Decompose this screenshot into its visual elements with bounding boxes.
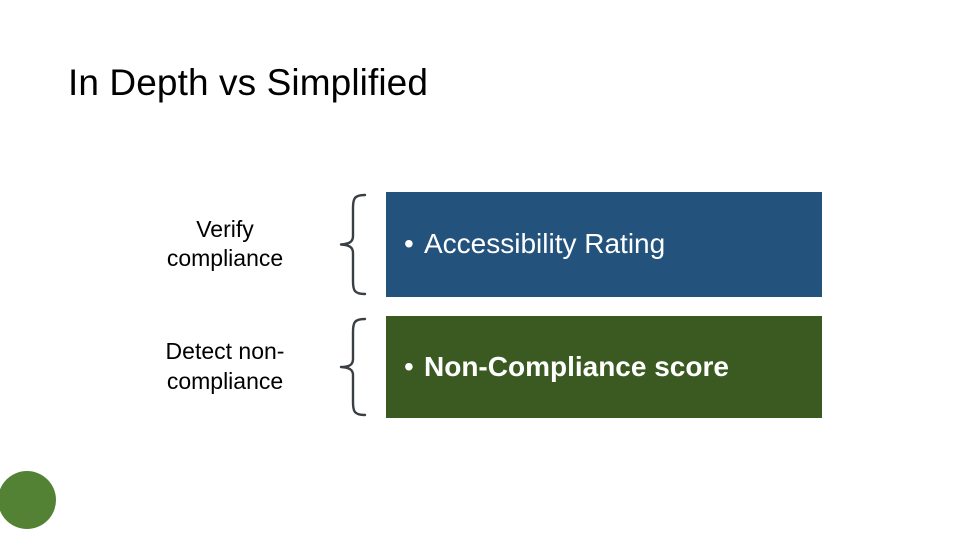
bullet-item: • Non-Compliance score bbox=[404, 351, 729, 383]
bullet-label: Non-Compliance score bbox=[424, 350, 729, 382]
content-box-accessibility-rating: • Accessibility Rating bbox=[386, 192, 822, 297]
row-label-verify-compliance: Verify compliance bbox=[120, 215, 330, 275]
left-curly-brace-icon bbox=[338, 192, 368, 297]
content-box-non-compliance-score: • Non-Compliance score bbox=[386, 316, 822, 418]
diagram-row: Detect non- compliance • Non-Compliance … bbox=[0, 316, 960, 418]
row-label-line-1: Verify bbox=[196, 215, 254, 242]
decorative-circle bbox=[0, 471, 56, 529]
row-label-line-2: compliance bbox=[166, 368, 284, 394]
bullet-label: Accessibility Rating bbox=[424, 228, 666, 260]
row-label-detect-non-compliance: Detect non- compliance bbox=[120, 337, 330, 397]
left-curly-brace-icon bbox=[338, 316, 368, 418]
bullet-dot-icon: • bbox=[404, 228, 414, 260]
row-label-line-1: Detect non- bbox=[165, 338, 285, 365]
bullet-dot-icon: • bbox=[404, 350, 414, 382]
bullet-item: • Accessibility Rating bbox=[404, 228, 665, 260]
page-title: In Depth vs Simplified bbox=[68, 62, 429, 103]
row-label-line-2: compliance bbox=[166, 245, 284, 272]
diagram-row: Verify compliance • Accessibility Rating bbox=[0, 192, 960, 297]
